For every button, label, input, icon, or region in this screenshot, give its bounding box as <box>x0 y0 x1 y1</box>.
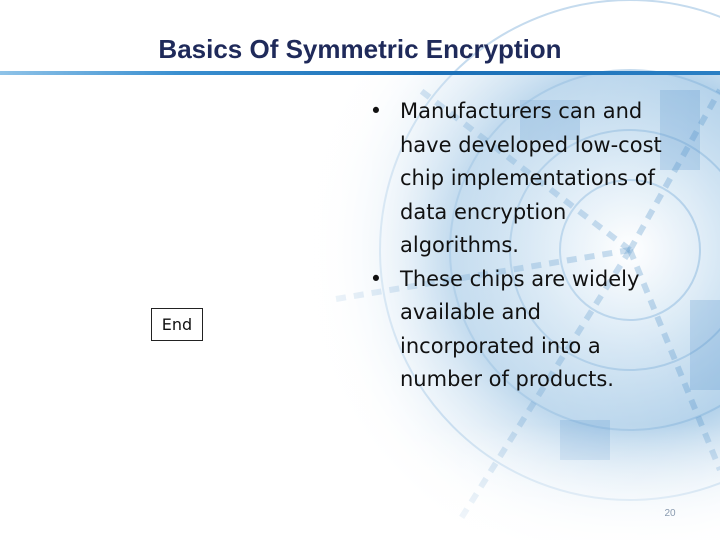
bullet-icon: • <box>369 266 383 291</box>
title-underline <box>0 71 720 75</box>
page-number: 20 <box>664 508 676 519</box>
bullet-item: • These chips are widely available and i… <box>366 263 666 397</box>
end-label-box: End <box>151 308 203 341</box>
end-label: End <box>161 315 193 334</box>
slide-title: Basics Of Symmetric Encryption <box>158 34 562 64</box>
bullet-icon: • <box>369 99 383 123</box>
bullet-list: • Manufacturers can and have developed l… <box>366 95 666 397</box>
bullet-text: These chips are widely available and inc… <box>400 266 640 392</box>
bullet-item: • Manufacturers can and have developed l… <box>366 95 666 263</box>
bullet-text: Manufacturers can and have developed low… <box>400 99 662 257</box>
